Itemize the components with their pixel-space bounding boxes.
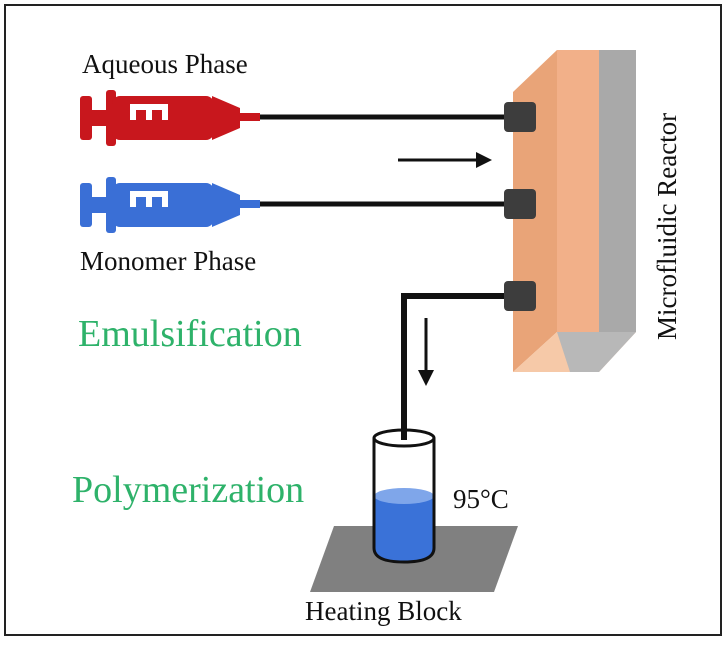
- aqueous-phase-label: Aqueous Phase: [82, 49, 248, 79]
- beaker-liquid: [374, 496, 434, 562]
- polymerization-label: Polymerization: [72, 469, 304, 511]
- beaker: [372, 428, 436, 564]
- microfluidic-reactor-label: Microfluidic Reactor: [652, 113, 682, 340]
- arrow-right-head: [476, 152, 492, 168]
- tubing: [258, 114, 504, 440]
- connector-outlet: [504, 281, 536, 311]
- reactor-bottom-gray: [557, 332, 636, 372]
- heating-block-label: Heating Block: [305, 596, 462, 626]
- reactor-front-face: [557, 50, 599, 332]
- figure-frame: [4, 4, 722, 636]
- beaker-rim: [372, 428, 436, 448]
- connector-monomer: [504, 189, 536, 219]
- beaker-wall: [372, 438, 436, 564]
- arrow-down-head: [418, 370, 434, 386]
- flow-arrows: [398, 152, 492, 386]
- temperature-label: 95°C: [453, 484, 509, 514]
- outlet-tube: [401, 293, 504, 440]
- monomer-phase-label: Monomer Phase: [80, 246, 256, 276]
- connectors: [504, 102, 536, 311]
- reactor-gray-layer: [599, 50, 636, 332]
- connector-aqueous: [504, 102, 536, 132]
- emulsification-label: Emulsification: [78, 313, 302, 355]
- aqueous-syringe: [80, 90, 260, 146]
- monomer-syringe: [80, 177, 260, 233]
- liquid-surface: [374, 488, 434, 504]
